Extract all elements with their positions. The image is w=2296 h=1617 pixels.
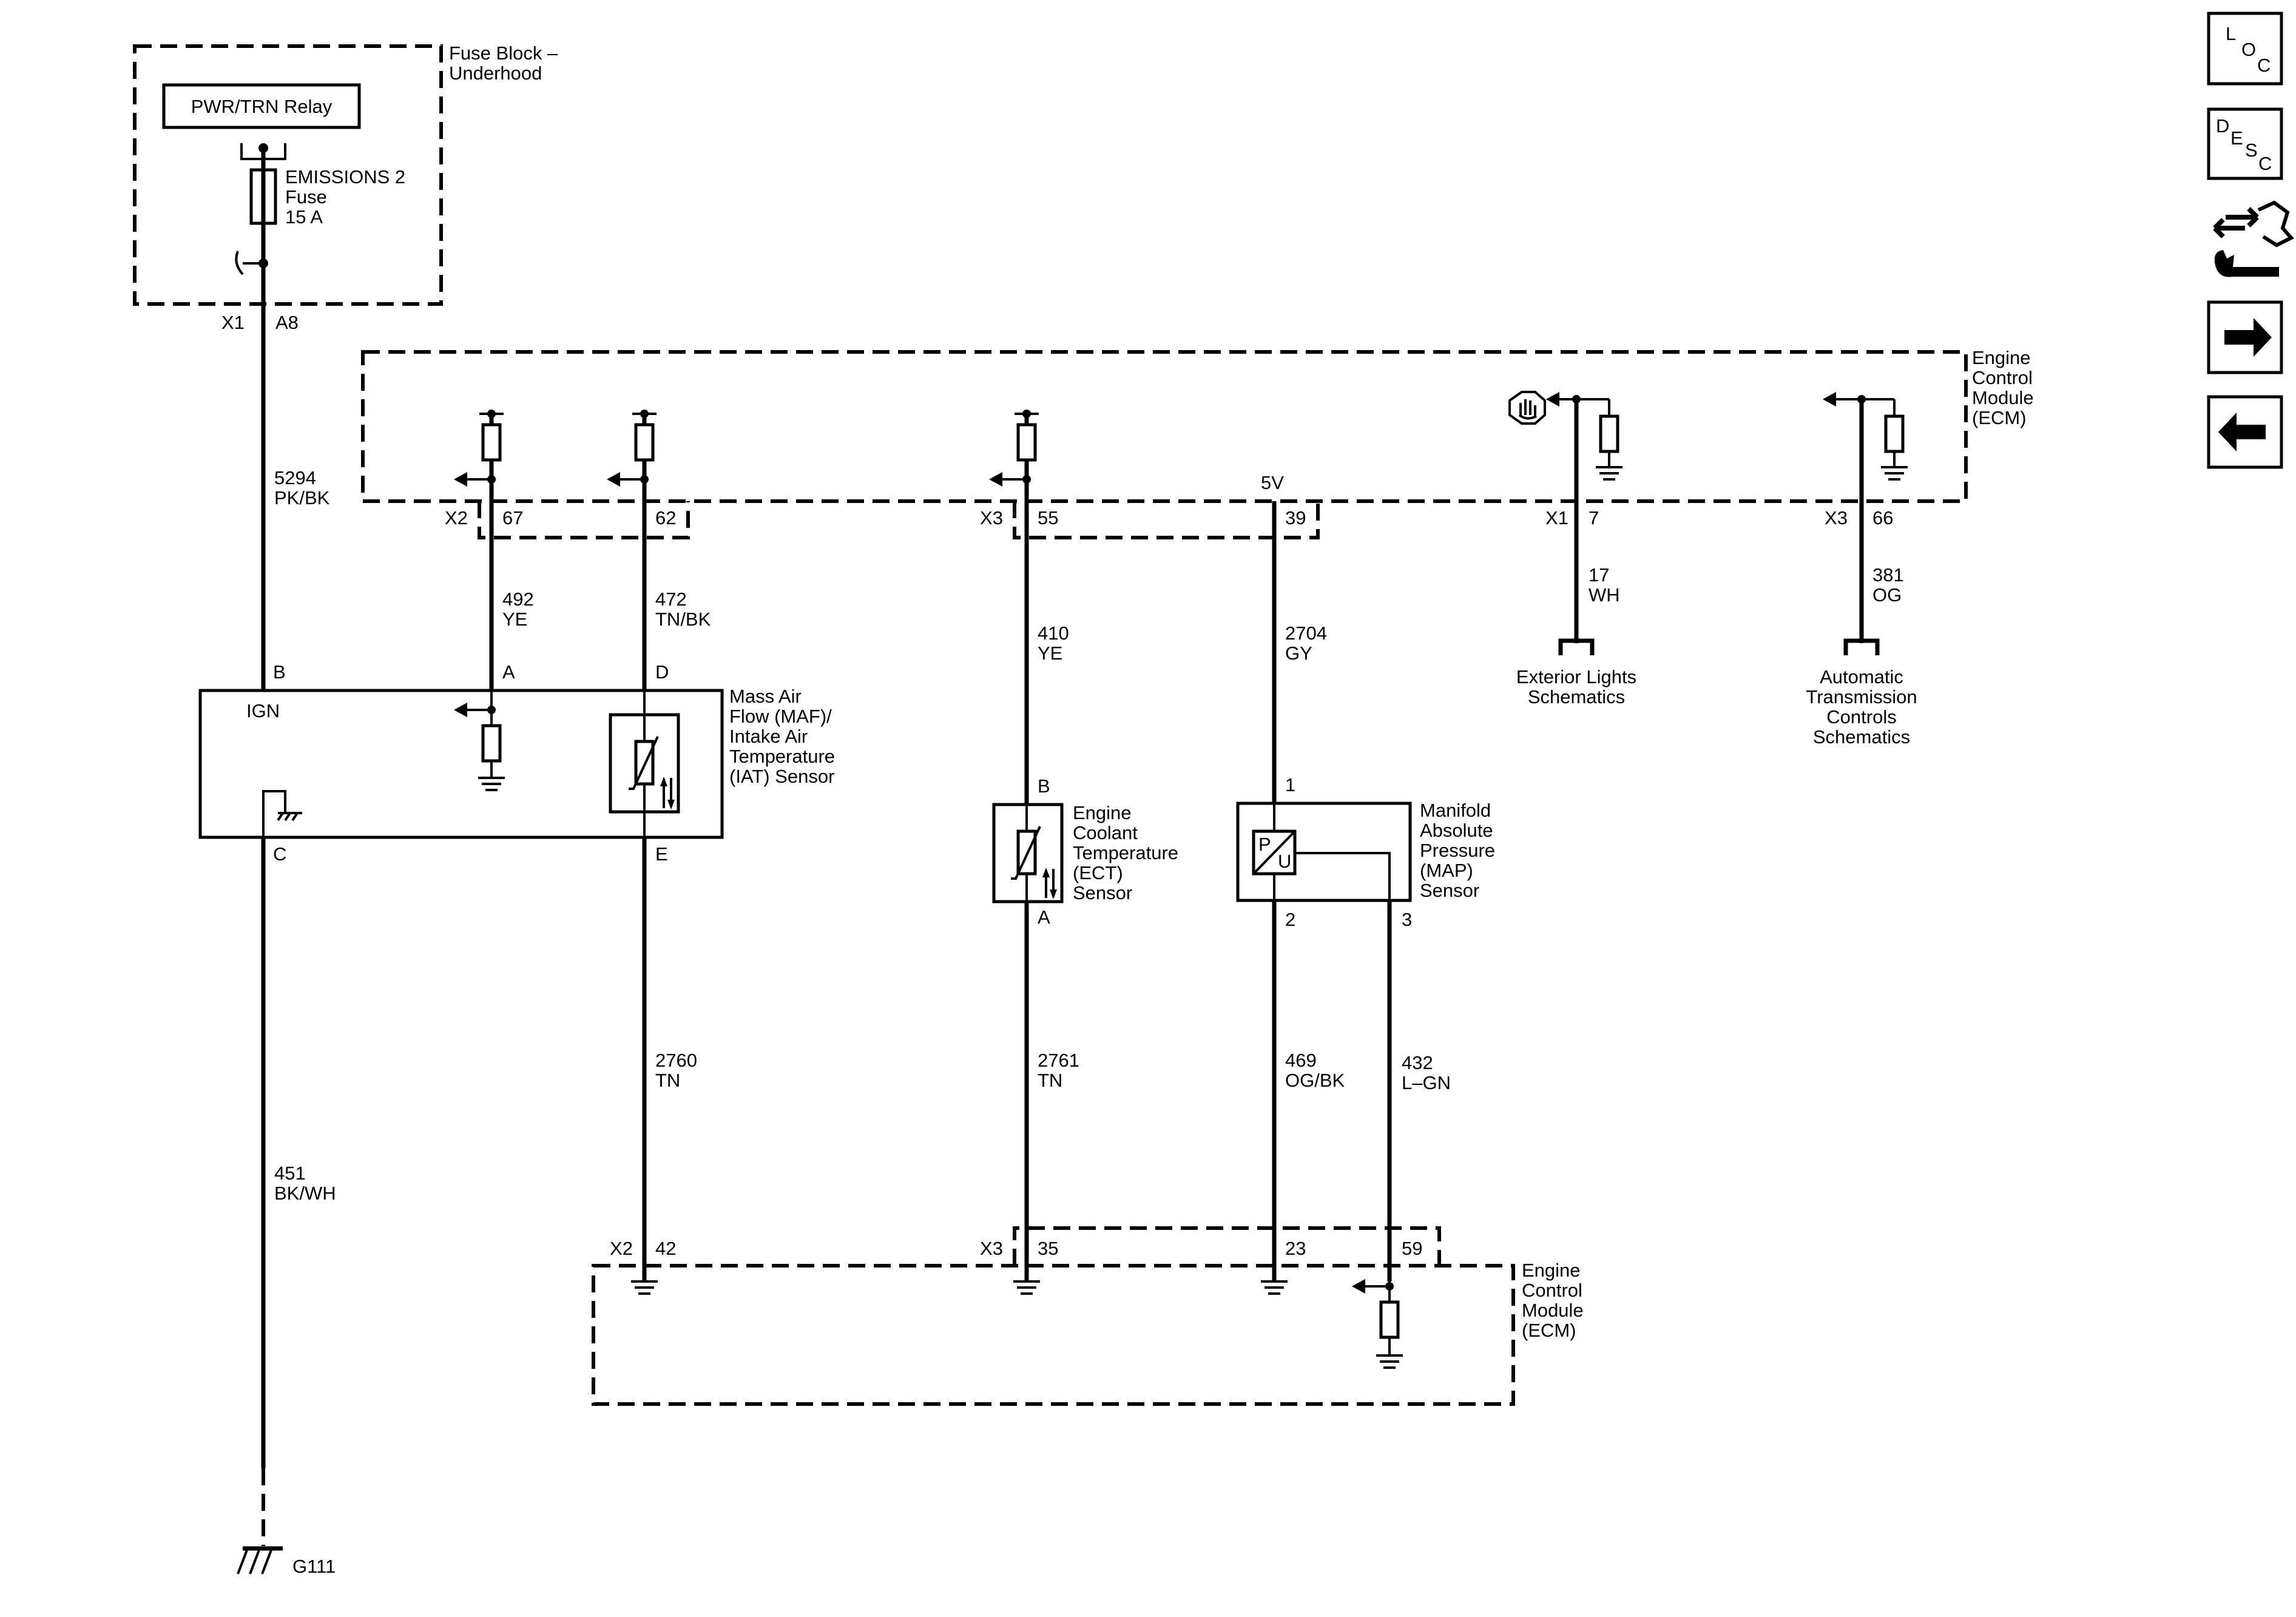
maf-pin-a: A <box>502 661 515 683</box>
ect-sensor <box>992 803 1064 903</box>
maf-internal-ground <box>262 790 302 837</box>
ecm-top-pin-66: 66 <box>1872 507 1893 528</box>
svg-text:C: C <box>2257 55 2271 76</box>
map-pin-3: 3 <box>1402 909 1412 930</box>
pwr-trn-relay <box>162 83 361 129</box>
map-pin-2: 2 <box>1285 909 1295 930</box>
loc-button[interactable]: L O C <box>2207 12 2283 86</box>
transmission-ref-symbol <box>1843 638 1880 655</box>
g111-label: G111 <box>292 1556 336 1577</box>
g111-ground-symbol <box>237 1546 283 1575</box>
ecm-pin66-internal <box>1823 392 1908 481</box>
svg-text:D: D <box>2216 115 2229 137</box>
fuse-block-terminal-symbol <box>235 251 263 275</box>
svg-text:U: U <box>1278 851 1291 872</box>
fuse-block-boundary <box>133 44 443 306</box>
ecm-bottom-pin-42: 42 <box>655 1238 676 1259</box>
ecm-top-pin-55: 55 <box>1038 507 1058 528</box>
ecm-x2-connector-shell <box>478 501 690 539</box>
svg-text:O: O <box>2241 39 2256 60</box>
maf-pin-b: B <box>273 661 286 683</box>
next-arrow-icon[interactable] <box>2207 300 2283 374</box>
ecm-pin62-internal <box>607 410 657 487</box>
ecm-bottom-pin-35: 35 <box>1038 1238 1058 1259</box>
maf-pin-d: D <box>655 661 669 683</box>
maf-pin-c: C <box>273 843 286 865</box>
ecm-top-connector-x2: X2 <box>445 507 468 528</box>
ecm-top-connector-x3b: X3 <box>1825 507 1848 528</box>
ect-pin-b: B <box>1038 775 1050 797</box>
connector-repair-icon[interactable] <box>2213 200 2294 277</box>
map-pin-1: 1 <box>1285 774 1295 795</box>
ecm-top-connector-x3: X3 <box>980 507 1003 528</box>
ecm-bottom-boundary <box>592 1264 1515 1406</box>
ecm-bottom-pin-59: 59 <box>1402 1238 1422 1259</box>
ecm-bottom-pin23-ground <box>1261 1280 1288 1295</box>
desc-button[interactable]: D E S C <box>2207 107 2283 180</box>
ecm-pin55-internal <box>989 410 1039 487</box>
map-transducer-symbol: P U <box>1252 803 1391 900</box>
ecm-top-pin-67: 67 <box>502 507 523 528</box>
ecm-bottom-pin35-ground <box>1013 1280 1040 1295</box>
fuse-block-pin: A8 <box>275 312 299 333</box>
ecm-top-pin-39: 39 <box>1285 507 1306 528</box>
svg-text:P: P <box>1258 834 1271 855</box>
ecm-bottom-pin-23: 23 <box>1285 1238 1306 1259</box>
ecm-5v-label: 5V <box>1261 472 1284 493</box>
maf-pin-e: E <box>655 843 668 865</box>
svg-text:C: C <box>2258 153 2272 174</box>
ecm-top-pin-7: 7 <box>1589 507 1599 528</box>
fuse-block-title: Fuse Block –Underhood <box>449 42 558 84</box>
iat-thermistor-symbol <box>609 690 680 837</box>
ecm-bottom-connector-x2: X2 <box>610 1238 633 1259</box>
svg-text:E: E <box>2230 127 2243 149</box>
fuse-block-connector: X1 <box>221 312 245 333</box>
ect-pin-a: A <box>1038 906 1050 928</box>
ecm-bottom-pin42-ground <box>631 1280 658 1295</box>
svg-text:L: L <box>2226 23 2236 44</box>
ecm-pin67-internal <box>454 410 504 487</box>
ecm-top-boundary <box>361 350 1968 503</box>
maf-ign-label: IGN <box>246 700 280 721</box>
maf-internal-resistor <box>454 690 505 791</box>
exterior-lights-ref-symbol <box>1558 638 1595 655</box>
ecm-x3-connector-shell <box>1013 501 1320 539</box>
pwr-trn-relay-label: PWR/TRN Relay <box>191 96 333 117</box>
svg-text:S: S <box>2245 140 2258 161</box>
ecm-bottom-connector-x3: X3 <box>980 1238 1003 1259</box>
ecm-bottom-x3-connector-shell <box>1013 1226 1441 1266</box>
ecm-bottom-pin59-internal <box>1352 1279 1403 1369</box>
ecm-top-connector-x1: X1 <box>1545 507 1568 528</box>
previous-arrow-icon[interactable] <box>2207 395 2283 469</box>
ecm-top-pin-62: 62 <box>655 507 676 528</box>
ecm-pin7-internal <box>1508 391 1622 481</box>
